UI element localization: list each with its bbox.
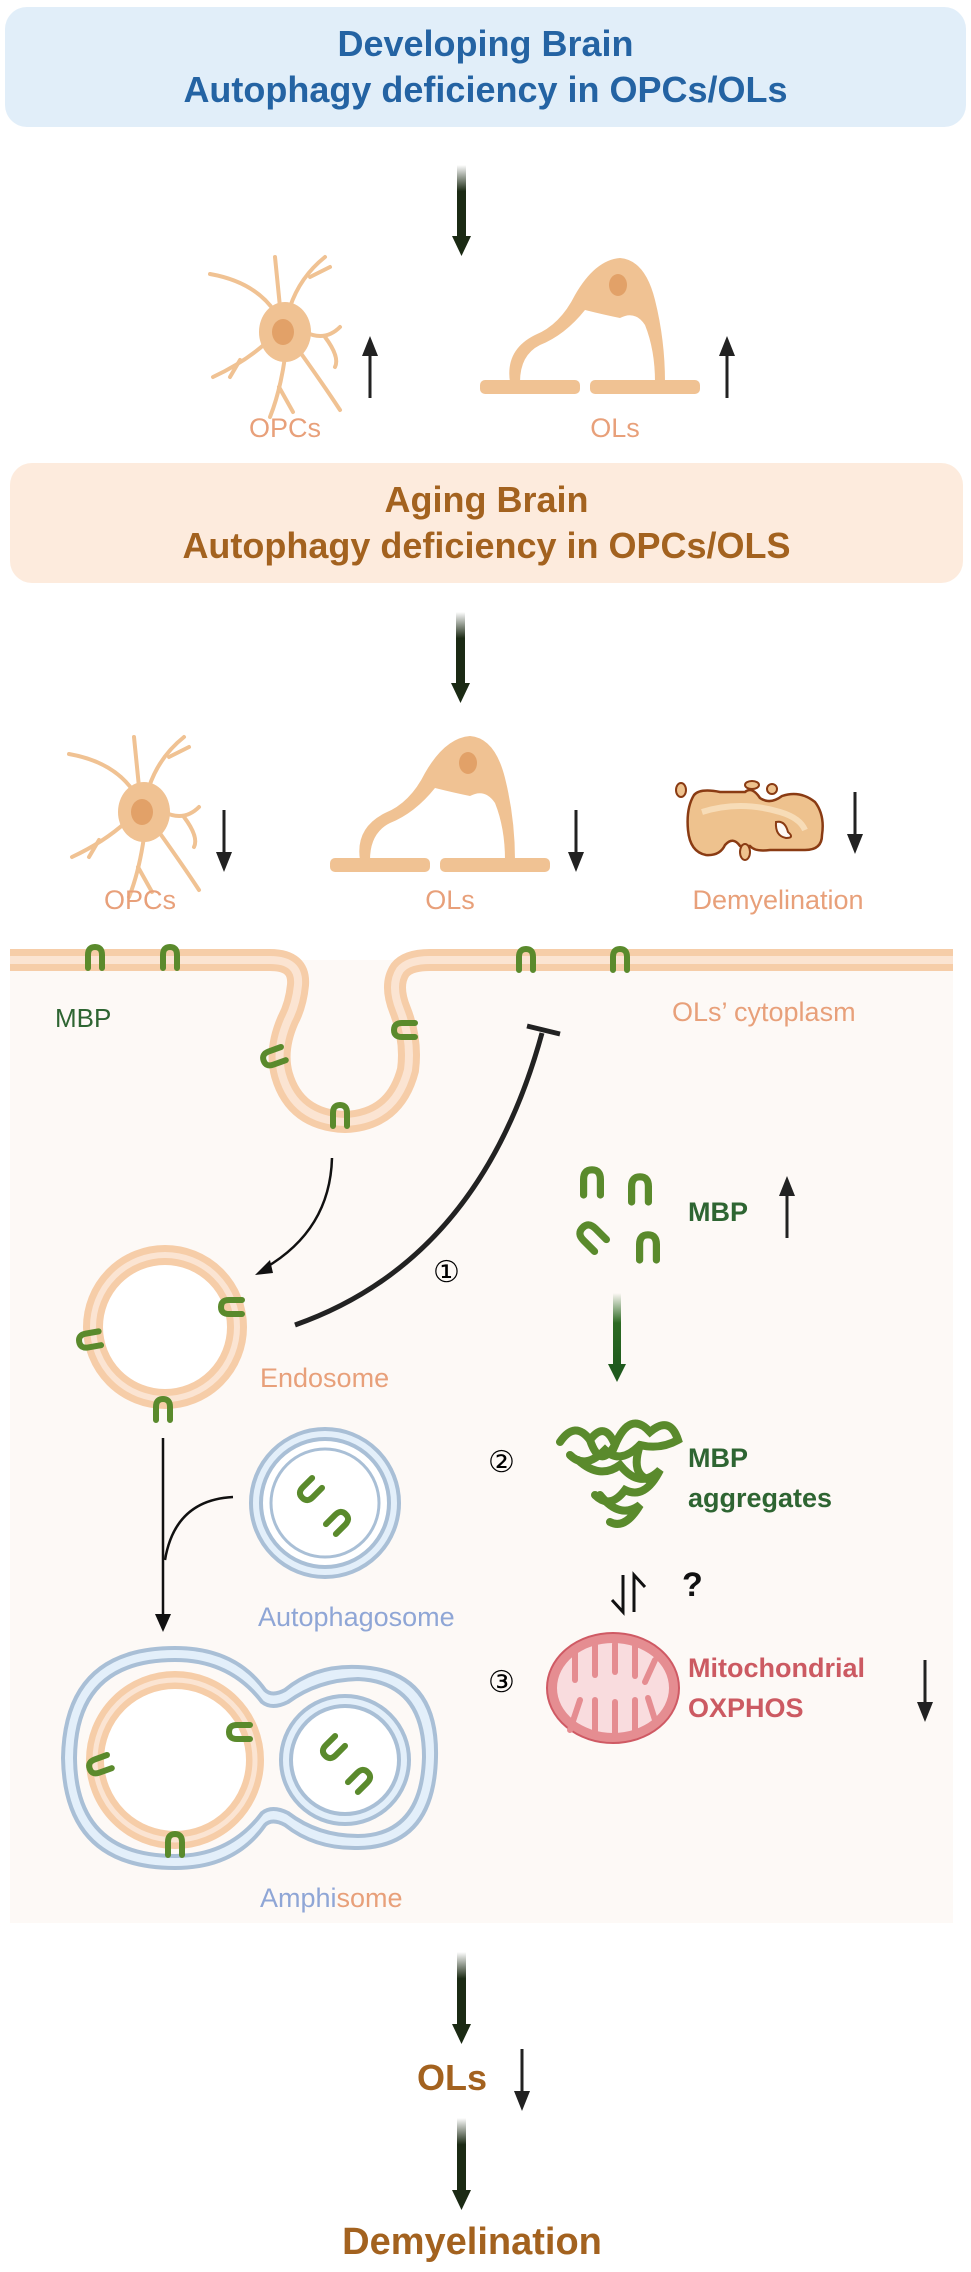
endocytosis-arrow xyxy=(255,1157,334,1275)
mbp-protein-icon xyxy=(632,1177,649,1202)
down-arrow-icon xyxy=(214,808,234,874)
down-arrow-icon xyxy=(845,790,865,856)
inhibition-arrow xyxy=(294,1023,561,1328)
aging-brain-box: Aging Brain Autophagy deficiency in OPCs… xyxy=(10,463,963,583)
autophagosome-icon xyxy=(249,1427,401,1579)
up-arrow-icon xyxy=(777,1174,797,1240)
endosome-label: Endosome xyxy=(260,1363,390,1393)
mbp-label: MBP xyxy=(55,1003,112,1033)
endosome-icon xyxy=(83,1245,247,1409)
ol-cell-icon xyxy=(480,258,700,394)
mitochondrion-icon xyxy=(546,1632,680,1744)
developing-brain-title: Developing Brain xyxy=(337,23,634,64)
opc-cell-icon xyxy=(67,735,201,899)
unknown-relation-mark: ? xyxy=(682,1566,703,1604)
step-1-marker: ① xyxy=(433,1256,460,1289)
mito-label-line1: Mitochondrial xyxy=(688,1653,865,1683)
amphisome-label: Amphisome xyxy=(260,1883,403,1913)
mbp-aggregate-icon xyxy=(556,1419,683,1528)
up-arrow-icon xyxy=(717,334,737,400)
outcome-ols-label: OLs xyxy=(416,2057,488,2098)
aggregates-label-line1: MBP xyxy=(688,1443,748,1473)
autophagosome-label: Autophagosome xyxy=(258,1602,455,1632)
up-arrow-icon xyxy=(360,334,380,400)
down-arrow-icon xyxy=(512,2047,532,2113)
opc-cell-icon xyxy=(208,255,342,419)
developing-brain-subtitle: Autophagy deficiency in OPCs/OLs xyxy=(183,69,788,110)
flow-arrow-2 xyxy=(451,612,470,703)
flow-arrow-3 xyxy=(452,1952,471,2044)
plasma-membrane xyxy=(10,949,953,1134)
outcome-demyelination-label: Demyelination xyxy=(342,2221,602,2263)
mbp-protein-icon xyxy=(640,1235,657,1260)
aggregates-label-line2: aggregates xyxy=(688,1483,833,1513)
flow-arrow-4 xyxy=(452,2118,471,2210)
aggregation-arrow xyxy=(608,1293,626,1382)
aging-brain-subtitle: Autophagy deficiency in OPCs/OLS xyxy=(182,525,791,566)
flow-arrow-1 xyxy=(452,165,471,256)
amphisome-label-part1: Amphi xyxy=(260,1883,337,1913)
down-arrow-icon xyxy=(915,1658,935,1724)
aging-demyelination-label: Demyelination xyxy=(692,885,864,915)
dev-opcs-label: OPCs xyxy=(248,413,322,443)
ol-cell-icon xyxy=(330,736,550,872)
aging-ols-label: OLs xyxy=(425,885,475,915)
equilibrium-arrows-icon xyxy=(610,1571,647,1616)
demyelination-icon xyxy=(675,780,824,861)
amphisome-icon xyxy=(60,1645,439,1871)
fusion-arrow xyxy=(155,1438,234,1632)
mbp-increase-label: MBP xyxy=(688,1197,748,1227)
aging-opcs-label: OPCs xyxy=(103,885,177,915)
step-3-marker: ③ xyxy=(488,1666,515,1699)
mbp-protein-icon xyxy=(577,1222,607,1252)
developing-brain-box: Developing Brain Autophagy deficiency in… xyxy=(5,7,966,127)
down-arrow-icon xyxy=(566,808,586,874)
amphisome-label-part2: some xyxy=(336,1883,403,1913)
cytoplasm-label: OLs’ cytoplasm xyxy=(672,997,856,1027)
aging-brain-title: Aging Brain xyxy=(384,479,589,520)
mbp-protein-icon xyxy=(584,1170,601,1195)
mito-label-line2: OXPHOS xyxy=(688,1693,804,1723)
step-2-marker: ② xyxy=(488,1446,515,1479)
dev-ols-label: OLs xyxy=(590,413,640,443)
